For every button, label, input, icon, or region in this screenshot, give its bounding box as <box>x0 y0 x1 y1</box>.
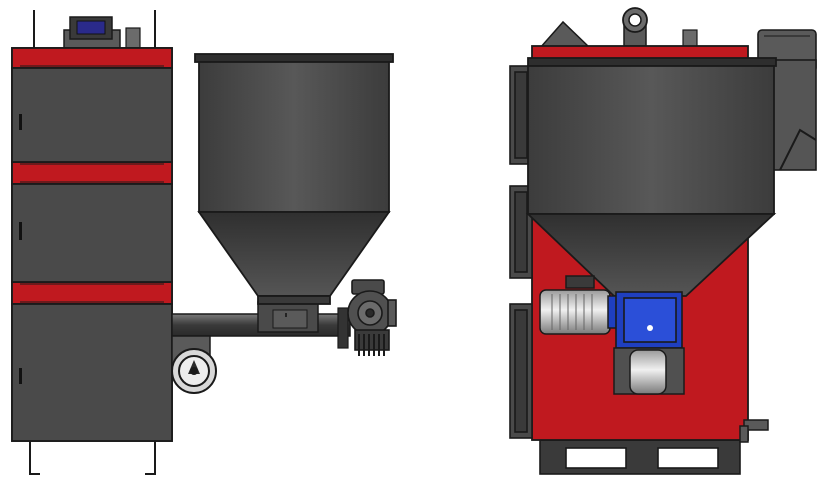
blower-fan <box>171 335 217 394</box>
control-panel <box>63 16 141 49</box>
blue-gear-motor <box>615 291 683 349</box>
screw-feeder <box>171 301 351 349</box>
base-frame <box>539 439 741 475</box>
feeder-stand <box>613 347 685 395</box>
drain-pipe <box>739 419 769 443</box>
feeder-motor <box>347 279 397 356</box>
fuel-hopper <box>194 53 394 305</box>
support-legs <box>29 440 156 475</box>
door-hinges <box>19 114 22 384</box>
doors <box>509 65 533 439</box>
front-view <box>509 7 817 475</box>
top-rods <box>33 10 156 48</box>
front-fuel-hopper <box>525 57 777 297</box>
electric-motor <box>539 275 619 335</box>
side-view <box>11 10 397 475</box>
boiler-body <box>11 47 173 442</box>
lifting-eye <box>622 7 648 47</box>
top-cap <box>538 20 592 49</box>
